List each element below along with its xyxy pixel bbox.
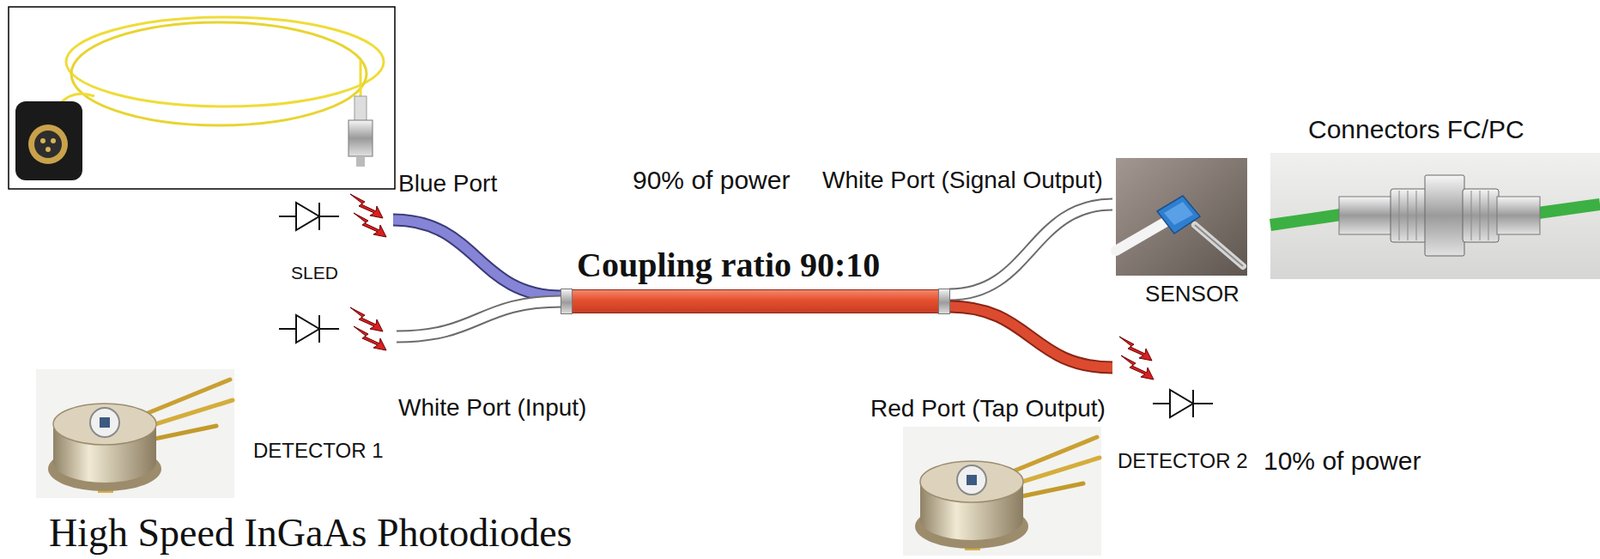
sled-symbol <box>278 193 387 237</box>
illustration-part <box>1339 196 1393 235</box>
illustration-part <box>66 17 384 107</box>
optical-fiber <box>393 219 562 297</box>
fiber-jacket <box>393 219 562 297</box>
illustration-part <box>1424 175 1465 256</box>
port-label: White Port (Input) <box>398 393 587 423</box>
coupler-tube <box>561 289 950 314</box>
photodiode-photo <box>36 369 235 498</box>
illustration-part <box>1194 224 1243 267</box>
illustration-part <box>1152 389 1213 418</box>
illustration-part <box>34 130 62 158</box>
power-note: 10% of power <box>1263 445 1421 477</box>
illustration-part <box>28 124 68 164</box>
fc-pc-connector-photo <box>1270 152 1600 279</box>
illustration-part <box>278 202 340 231</box>
illustration-part <box>348 120 373 157</box>
photo-caption: High Speed InGaAs Photodiodes <box>48 513 572 553</box>
illustration-part <box>1399 190 1400 241</box>
illustration-part <box>1270 214 1341 225</box>
illustration-part <box>1462 188 1499 243</box>
illustration-part <box>71 22 367 126</box>
detector-symbol <box>278 307 387 351</box>
ferrule <box>560 288 573 315</box>
ferrule <box>938 288 951 315</box>
illustration-part <box>1538 204 1600 213</box>
fiber-jacket-outline <box>949 204 1113 295</box>
illustration-part <box>1407 190 1409 241</box>
illustration-part <box>356 156 365 167</box>
illustration-part <box>903 426 1102 556</box>
coupler-heading: Coupling ratio 90:10 <box>561 247 880 284</box>
illustration-part <box>354 96 367 122</box>
illustration-part <box>353 326 387 351</box>
illustration-part <box>1479 190 1481 241</box>
illustration-part <box>1496 196 1540 235</box>
illustration-part <box>15 101 83 181</box>
photodiode-photo <box>903 426 1102 556</box>
illustration-part <box>36 369 235 498</box>
illustration-part <box>50 138 56 144</box>
fiber-jacket-outline <box>949 306 1113 368</box>
port-label: Blue Port <box>398 169 497 199</box>
illustration-part <box>1115 219 1170 251</box>
illustration-part <box>8 6 395 189</box>
illustration-part <box>1488 190 1490 241</box>
detector: DETECTOR 1 <box>250 304 397 464</box>
component-name: DETECTOR 2 <box>1112 448 1249 474</box>
fiber-coupler: Coupling ratio 90:10 <box>561 247 950 314</box>
illustration-part <box>1163 201 1194 225</box>
light-source: SLED <box>280 190 394 284</box>
fiber-jacket <box>949 306 1113 368</box>
illustration-part <box>278 315 340 343</box>
illustration-part <box>1416 190 1418 241</box>
illustration-part <box>1471 190 1473 241</box>
fiber-jacket <box>949 204 1113 295</box>
photo-caption: Connectors FC/PC <box>1308 114 1525 146</box>
optical-fiber <box>396 301 562 337</box>
component-name: SENSOR <box>1145 280 1240 308</box>
illustration-part <box>40 138 46 144</box>
illustration-part <box>1194 224 1243 267</box>
component-name: SLED <box>280 261 339 284</box>
illustration-part <box>1270 152 1600 279</box>
optical-fiber <box>949 306 1113 368</box>
port-label: Red Port (Tap Output) <box>870 393 1106 424</box>
illustration-part <box>45 146 51 152</box>
illustration-part <box>1390 188 1427 243</box>
illustration-part <box>1121 355 1154 380</box>
sensor: SENSOR <box>1112 154 1273 308</box>
power-note: 90% of power <box>632 164 790 196</box>
fiber-jacket <box>396 301 562 337</box>
port-label: White Port (Signal Output) <box>822 165 1104 195</box>
illustration-part <box>353 212 387 237</box>
optical-fiber <box>949 204 1113 295</box>
detector: DETECTOR 2 <box>1112 330 1261 474</box>
detector-symbol <box>1119 336 1213 418</box>
patch-cable-photo <box>8 6 395 189</box>
component-name: DETECTOR 1 <box>250 438 384 464</box>
fiber-jacket-outline <box>396 301 562 337</box>
sensor-photo <box>1115 157 1248 276</box>
illustration-part <box>1115 157 1248 276</box>
fiber-jacket-outline <box>393 219 562 297</box>
